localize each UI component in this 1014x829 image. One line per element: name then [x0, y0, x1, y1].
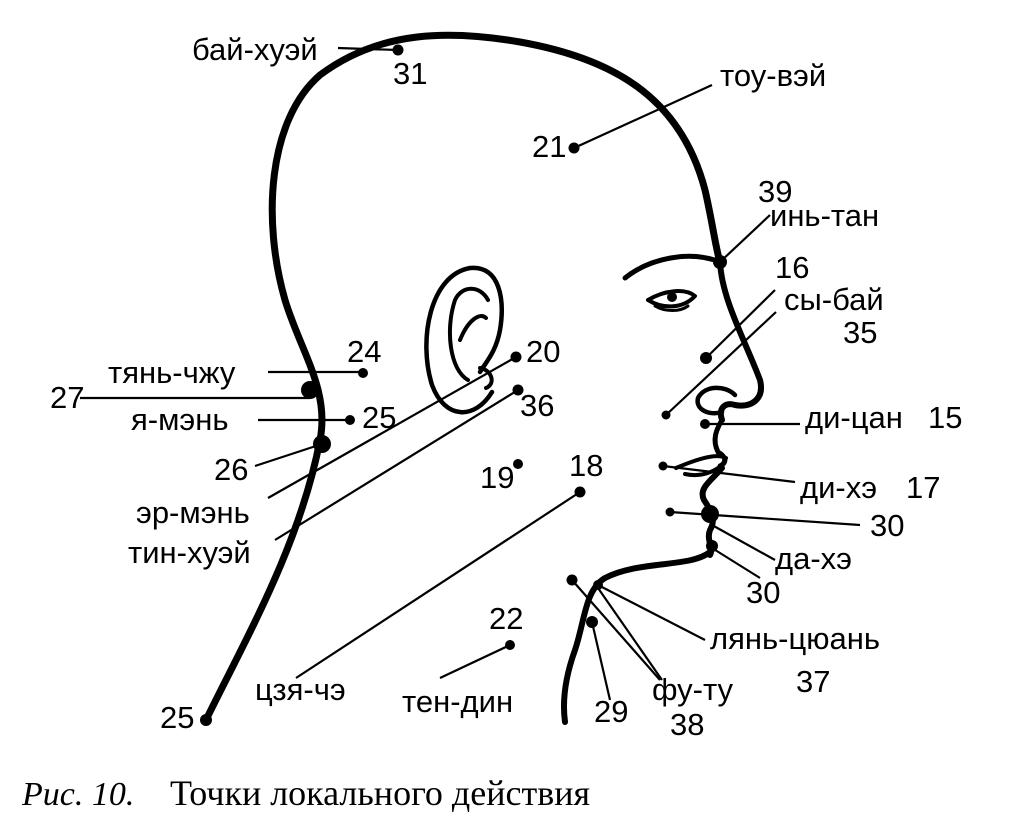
leader-17	[662, 464, 796, 484]
num-30a: 30	[870, 508, 904, 543]
point-15	[700, 419, 710, 429]
point-22	[505, 640, 515, 650]
label-bai-huei: бай-хуэй	[192, 32, 318, 67]
point-25b	[200, 714, 212, 726]
leader-21	[573, 83, 713, 150]
label-da-he: да-хэ	[775, 541, 852, 576]
num-36: 36	[520, 388, 554, 423]
leader-20	[267, 356, 517, 499]
ear-outer	[424, 265, 504, 415]
num-20: 20	[526, 334, 560, 369]
point-21	[568, 142, 580, 154]
head-outline	[201, 31, 724, 726]
leader-30a	[669, 510, 861, 527]
point-30a-left	[665, 507, 675, 517]
point-18	[574, 486, 586, 498]
label-fu-tu: фу-ту	[652, 672, 734, 707]
leader-31	[337, 46, 399, 52]
label-ten-din: тен-дин	[402, 684, 513, 719]
leader-29	[590, 621, 612, 701]
num-15: 15	[928, 400, 962, 435]
point-38	[566, 574, 578, 586]
leader-35	[665, 311, 777, 416]
ear-inner	[447, 286, 490, 382]
mouth	[674, 454, 728, 477]
point-30b	[706, 540, 718, 552]
label-di-tsan: ди-цан	[805, 400, 903, 435]
label-sy-bai: сы-бай	[784, 282, 884, 317]
leader-16	[705, 289, 776, 359]
point-27	[301, 381, 319, 399]
num-26: 26	[214, 452, 248, 487]
leader-18	[295, 491, 581, 679]
num-21: 21	[532, 129, 566, 164]
point-36	[512, 384, 524, 396]
num-27: 27	[50, 380, 84, 415]
point-16	[700, 352, 712, 364]
num-35: 35	[843, 315, 877, 350]
label-tian-chzhu: тянь-чжу	[108, 355, 236, 390]
label-tszya-che: цзя-чэ	[255, 672, 346, 707]
num-37: 37	[796, 664, 830, 699]
leader-37	[597, 584, 706, 641]
num-16: 16	[775, 250, 809, 285]
num-25a: 25	[362, 400, 396, 435]
point-20	[510, 351, 522, 363]
num-24: 24	[347, 334, 381, 369]
num-39: 39	[758, 174, 792, 209]
point-31	[392, 44, 404, 56]
label-lian-tsuan: лянь-цюань	[710, 621, 880, 656]
point-37	[593, 580, 603, 590]
ear-tragus	[458, 314, 494, 390]
leader-39	[719, 214, 771, 263]
leader-36	[274, 389, 519, 541]
point-26	[313, 435, 331, 453]
nostril	[695, 385, 738, 416]
leader-dahe	[711, 524, 776, 561]
num-17: 17	[906, 470, 940, 505]
num-38: 38	[670, 707, 704, 742]
num-31: 31	[393, 56, 427, 91]
num-29: 29	[594, 694, 628, 729]
pupil	[667, 292, 677, 302]
point-29	[586, 616, 598, 628]
label-di-he: ди-хэ	[800, 470, 877, 505]
caption-prefix: Рис. 10.	[21, 776, 134, 813]
num-30b: 30	[746, 575, 780, 610]
leader-38b	[597, 587, 663, 681]
point-19	[513, 459, 523, 469]
eyebrow	[622, 253, 723, 281]
eye	[646, 289, 697, 309]
point-30a	[701, 505, 719, 523]
label-tou-vei: тоу-вэй	[720, 58, 826, 93]
point-17	[658, 461, 668, 471]
leader-30b	[711, 547, 761, 579]
num-18: 18	[569, 448, 603, 483]
upper-lip	[712, 417, 728, 469]
leader-26	[254, 442, 323, 468]
num-19: 19	[480, 460, 514, 495]
leader-22	[439, 644, 511, 679]
eye-lid	[653, 304, 690, 312]
label-tin-huei: тин-хуэй	[128, 535, 251, 570]
point-24	[358, 368, 368, 378]
face-profile-nose	[717, 259, 764, 423]
label-in-tan: инь-тан	[770, 198, 879, 233]
leader-38a	[571, 579, 661, 681]
num-22: 22	[489, 601, 523, 636]
label-er-men: эр-мэнь	[136, 495, 250, 530]
num-25b: 25	[160, 700, 194, 735]
label-ya-men: я-мэнь	[131, 402, 229, 437]
point-35	[661, 410, 671, 420]
point-39	[713, 255, 727, 269]
point-25a	[345, 415, 355, 425]
caption-text: Точки локального действия	[170, 773, 590, 813]
